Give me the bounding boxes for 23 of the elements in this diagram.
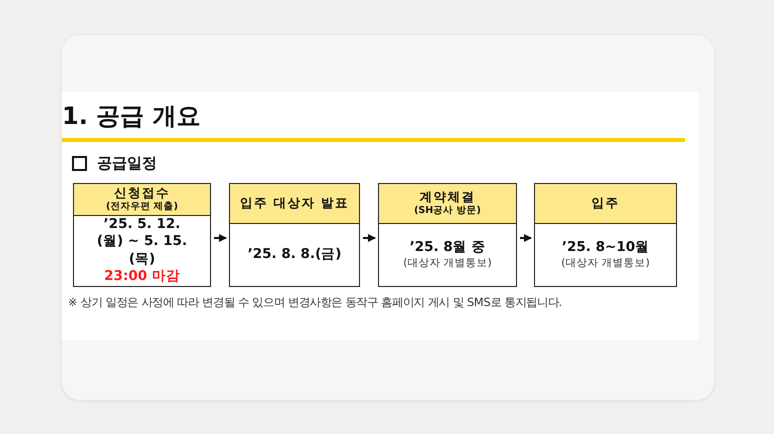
step-title: 입주	[592, 195, 620, 212]
date-text: ’25. 8. 8.(금)	[248, 246, 342, 264]
footnote: ※ 상기 일정은 사정에 따라 변경될 수 있으며 변경사항은 동작구 홈페이지 게시 및 SMS로 통지됩니다.	[68, 295, 562, 310]
note-text: (대상자 개별통보)	[561, 256, 650, 271]
deadline-text: 23:00 마감	[104, 268, 180, 286]
step-box	[534, 183, 677, 287]
step-box	[73, 183, 211, 287]
subsection-heading: 공급일정	[97, 154, 157, 173]
date-text: ’25. 5. 12.(월) ~ 5. 15.(목)	[96, 216, 188, 268]
date-text: ’25. 8월 중	[410, 239, 486, 257]
date-text: ’25. 8~10월	[562, 239, 650, 257]
step-box	[229, 183, 360, 287]
step-subtitle: (전자우편 제출)	[106, 201, 178, 214]
step-title: 신청접수	[114, 185, 170, 202]
step-title: 입주 대상자 발표	[240, 195, 349, 212]
arrow	[363, 234, 376, 242]
step-title: 계약체결	[420, 189, 476, 206]
note-text: (대상자 개별통보)	[403, 256, 492, 271]
section-title: 1. 공급 개요	[62, 101, 201, 132]
arrow	[214, 234, 227, 242]
step-box	[378, 183, 517, 287]
step-subtitle: (SH공사 방문)	[414, 205, 481, 218]
arrow	[520, 234, 532, 242]
